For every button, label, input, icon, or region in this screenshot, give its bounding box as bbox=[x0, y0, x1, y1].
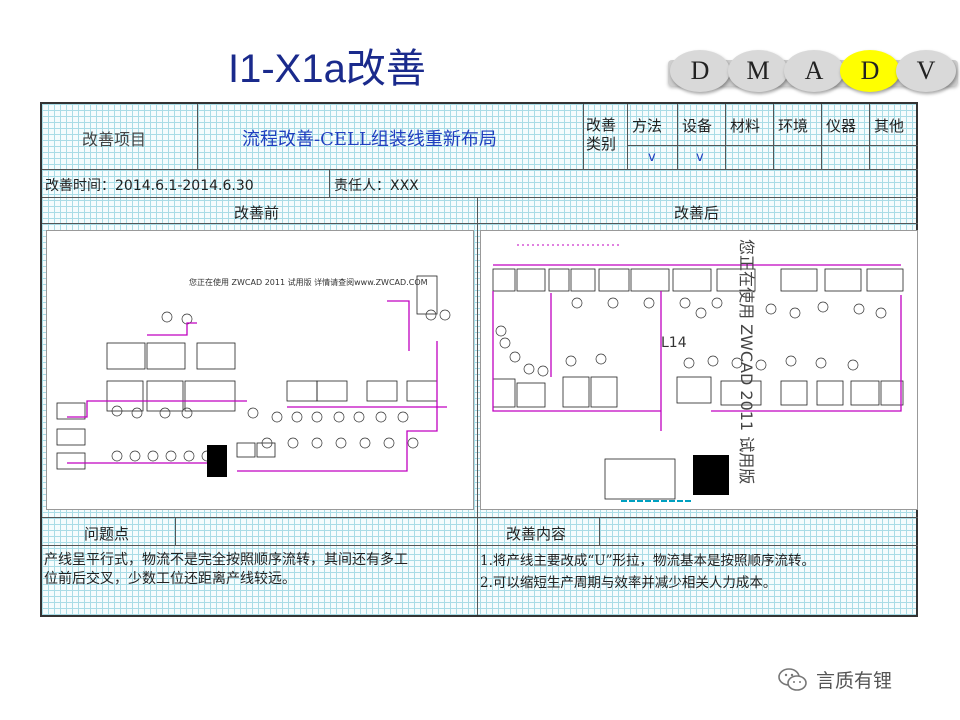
after-black-block bbox=[693, 455, 729, 495]
check-equipment: v bbox=[696, 150, 704, 165]
check-equipment-cell[interactable]: v bbox=[678, 146, 726, 170]
check-other-cell[interactable] bbox=[870, 146, 918, 170]
category-equipment-label: 设备 bbox=[682, 117, 713, 135]
after-zone-label: L14 bbox=[661, 335, 687, 351]
before-layout-svg: 您正在使用 ZWCAD 2011 试用版 详情请查阅www.ZWCAD.COM bbox=[56, 275, 451, 477]
category-other-label: 其他 bbox=[874, 117, 905, 135]
dmadv-tab-analyze[interactable]: A bbox=[784, 50, 844, 92]
before-header: 改善前 bbox=[42, 198, 478, 224]
check-method-cell[interactable]: v bbox=[628, 146, 678, 170]
category-label-cell: 改善类别 bbox=[584, 104, 628, 170]
check-method: v bbox=[648, 150, 656, 165]
dmadv-tab-verify[interactable]: V bbox=[896, 50, 956, 92]
wechat-icon bbox=[778, 667, 807, 691]
owner-label: 责任人：XXX bbox=[334, 178, 419, 194]
category-environment-label: 环境 bbox=[778, 117, 809, 135]
dmadv-tab-define[interactable]: D bbox=[670, 50, 730, 92]
page-title: I1-X1a改善 bbox=[228, 47, 426, 91]
content-header: 改善内容 bbox=[478, 518, 600, 546]
problem-text-line2: 位前后交叉，少数工位还距离产线较远。 bbox=[44, 571, 296, 587]
problem-text-cell: 产线呈平行式，物流不是完全按照顺序流转，其间还有多工 位前后交叉，少数工位还距离… bbox=[42, 546, 478, 615]
time-cell: 改善时间：2014.6.1-2014.6.30 bbox=[42, 170, 330, 198]
owner-cell: 责任人：XXX bbox=[330, 170, 918, 198]
category-environment: 环境 bbox=[774, 104, 822, 146]
before-layout-drawing: 您正在使用 ZWCAD 2011 试用版 详情请查阅www.ZWCAD.COM bbox=[46, 230, 474, 510]
after-layout-svg: L14 您正在使用 ZWCAD 2011 试用版 bbox=[492, 239, 904, 502]
problem-label: 问题点 bbox=[84, 525, 130, 543]
before-layout-cell bbox=[42, 224, 478, 518]
problem-header-blank bbox=[176, 518, 478, 546]
project-label: 改善项目 bbox=[82, 130, 147, 149]
project-value-cell: 流程改善-CELL组装线重新布局 bbox=[198, 104, 584, 170]
footer-brand: 言质有锂 bbox=[778, 666, 892, 693]
category-equipment: 设备 bbox=[678, 104, 726, 146]
after-header: 改善后 bbox=[478, 198, 918, 224]
content-label: 改善内容 bbox=[506, 525, 567, 543]
category-other: 其他 bbox=[870, 104, 918, 146]
check-material-cell[interactable] bbox=[726, 146, 774, 170]
project-label-cell: 改善项目 bbox=[42, 104, 198, 170]
content-header-blank bbox=[600, 518, 918, 546]
problem-header: 问题点 bbox=[42, 518, 176, 546]
category-instrument-label: 仪器 bbox=[826, 117, 857, 135]
content-text-cell: 1.将产线主要改成“U”形拉，物流基本是按照顺序流转。 2.可以缩短生产周期与效… bbox=[478, 546, 918, 615]
dmadv-phase-tabs: D M A D V bbox=[668, 48, 958, 96]
dmadv-tab-measure[interactable]: M bbox=[728, 50, 788, 92]
after-label: 改善后 bbox=[674, 204, 720, 222]
dmadv-tab-design[interactable]: D bbox=[840, 50, 900, 92]
category-instrument: 仪器 bbox=[822, 104, 870, 146]
after-cad-watermark: 您正在使用 ZWCAD 2011 试用版 bbox=[737, 239, 756, 484]
after-layout-drawing: L14 您正在使用 ZWCAD 2011 试用版 bbox=[480, 230, 918, 510]
category-material-label: 材料 bbox=[730, 117, 761, 135]
category-material: 材料 bbox=[726, 104, 774, 146]
category-method-label: 方法 bbox=[632, 117, 663, 135]
before-black-block bbox=[207, 445, 227, 477]
category-label: 改善类别 bbox=[586, 116, 617, 153]
time-label: 改善时间：2014.6.1-2014.6.30 bbox=[45, 178, 254, 194]
content-text-line1: 1.将产线主要改成“U”形拉，物流基本是按照顺序流转。 bbox=[480, 553, 816, 569]
content-text-line2: 2.可以缩短生产周期与效率并减少相关人力成本。 bbox=[480, 575, 777, 591]
check-instrument-cell[interactable] bbox=[822, 146, 870, 170]
project-value: 流程改善-CELL组装线重新布局 bbox=[242, 129, 497, 150]
before-cad-watermark: 您正在使用 ZWCAD 2011 试用版 详情请查阅www.ZWCAD.COM bbox=[189, 277, 428, 287]
check-environment-cell[interactable] bbox=[774, 146, 822, 170]
after-layout-cell bbox=[478, 224, 918, 518]
before-label: 改善前 bbox=[234, 204, 280, 222]
footer-brand-text: 言质有锂 bbox=[816, 670, 893, 692]
category-method: 方法 bbox=[628, 104, 678, 146]
problem-text-line1: 产线呈平行式，物流不是完全按照顺序流转，其间还有多工 bbox=[44, 552, 408, 568]
